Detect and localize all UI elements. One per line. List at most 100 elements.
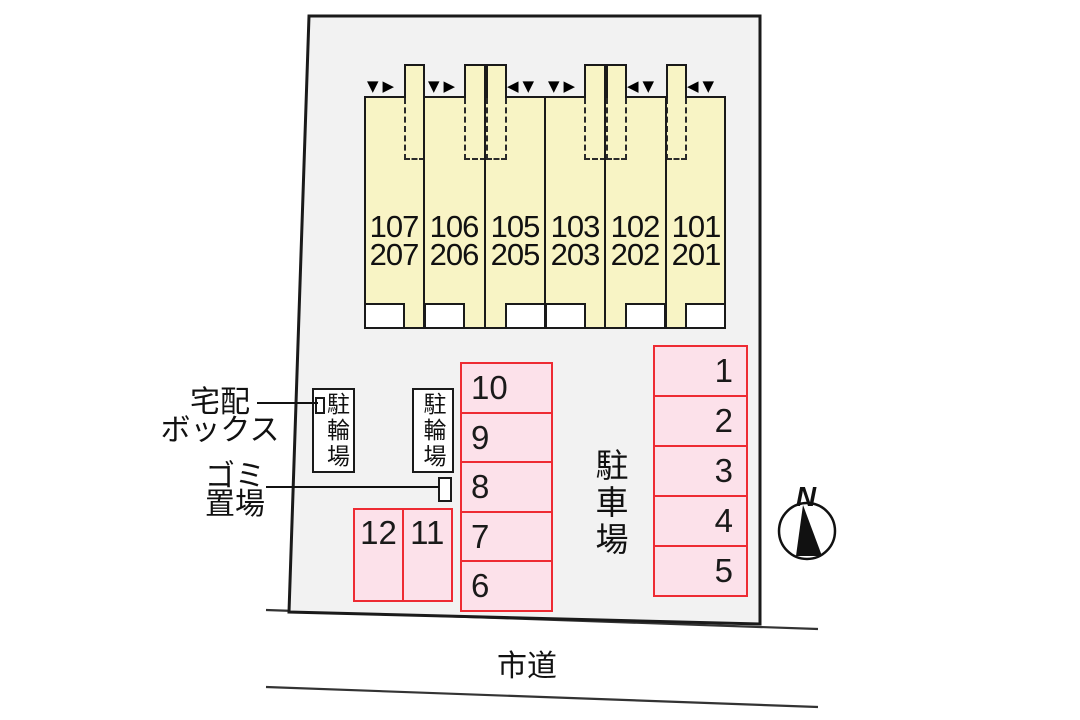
arrow-left-icon: ◀: [507, 77, 519, 95]
space-number: 3: [714, 452, 733, 490]
stair-tab-3b: [606, 64, 627, 100]
compass-circle: [777, 501, 837, 561]
garbage-area-label: ゴミ 置場: [185, 462, 285, 521]
parking-space-7: 7: [460, 510, 553, 563]
entrance-arrows-1: ▼ ▶: [367, 77, 394, 95]
unit-label-106-206: 106 206: [424, 209, 484, 273]
city-road-label: 市道: [497, 650, 557, 683]
unit-upper: 101: [671, 209, 722, 244]
entry-box: [685, 303, 726, 329]
arrow-right-icon: ▶: [563, 77, 576, 95]
parking-space-4: 4: [653, 494, 748, 548]
parking-space-3: 3: [653, 444, 748, 498]
arrow-right-icon: ▶: [443, 77, 456, 95]
parking-row-bottom: 12 11: [353, 508, 453, 602]
parking-space-9: 9: [460, 411, 553, 464]
unit-label-102-202: 102 202: [605, 209, 665, 273]
unit-label-107-207: 107 207: [364, 209, 424, 273]
stair-tab-3a: [584, 64, 606, 100]
parking-column-center: 10 9 8 7 6: [460, 362, 553, 612]
arrow-down-icon: ▼: [642, 77, 655, 95]
parking-space-8: 8: [460, 461, 553, 513]
stairwell-dashed-2a: [464, 98, 486, 160]
stairwell-dashed-3b: [606, 98, 627, 160]
entrance-arrows-3: ◀ ▼: [507, 77, 534, 95]
stairwell-dashed-1: [404, 98, 425, 160]
bicycle-parking-2: 駐輪場: [412, 388, 454, 473]
space-number: 10: [471, 369, 508, 406]
garbage-area-marker: [438, 477, 452, 502]
parking-column-right: 1 2 3 4 5: [653, 345, 748, 598]
unit-divider: [604, 97, 606, 329]
stairwell-dashed-3a: [584, 98, 606, 160]
parking-space-10: 10: [460, 362, 553, 414]
unit-lower: 207: [369, 237, 420, 272]
garbage-label-line2: 置場: [205, 488, 265, 521]
parking-space-2: 2: [653, 394, 748, 448]
unit-divider: [544, 97, 546, 329]
road-edge-lower: [265, 685, 819, 709]
delivery-box-label-line2: ボックス: [160, 414, 280, 447]
unit-lower: 205: [490, 237, 541, 272]
unit-divider: [665, 97, 667, 329]
parking-space-5: 5: [653, 544, 748, 598]
parking-space-1: 1: [653, 345, 748, 398]
entrance-arrows-2: ▼ ▶: [428, 77, 455, 95]
arrow-down-icon: ▼: [428, 77, 440, 95]
unit-lower: 206: [429, 237, 480, 272]
delivery-box-marker: [315, 397, 325, 414]
arrow-left-icon: ◀: [627, 77, 639, 95]
unit-label-101-201: 101 201: [666, 209, 726, 273]
compass-needle-icon: [796, 505, 822, 556]
space-number: 2: [714, 402, 733, 440]
arrow-down-icon: ▼: [522, 77, 535, 95]
entrance-arrows-5: ◀ ▼: [627, 77, 654, 95]
space-number: 1: [714, 352, 733, 390]
unit-upper: 102: [610, 209, 661, 244]
bicycle-parking-label: 駐輪場: [420, 391, 446, 470]
arrow-right-icon: ▶: [382, 77, 395, 95]
unit-lower: 201: [671, 237, 722, 272]
delivery-box-label: 宅配 ボックス: [150, 386, 290, 447]
space-number: 11: [410, 514, 445, 551]
entrance-arrows-6: ◀ ▼: [687, 77, 714, 95]
stair-tab-2b: [486, 64, 507, 100]
unit-upper: 107: [369, 209, 420, 244]
entrance-arrows-4: ▼ ▶: [548, 77, 575, 95]
unit-divider: [423, 97, 425, 329]
stair-tab-2a: [464, 64, 486, 100]
delivery-box-leader-line: [257, 402, 318, 405]
delivery-box-label-line1: 宅配: [190, 386, 250, 419]
space-number: 12: [360, 514, 397, 551]
unit-label-103-203: 103 203: [545, 209, 605, 273]
space-number: 9: [471, 418, 490, 456]
unit-upper: 106: [429, 209, 480, 244]
entry-box: [424, 303, 465, 329]
arrow-left-icon: ◀: [687, 77, 699, 95]
space-number: 4: [714, 501, 733, 539]
unit-upper: 103: [550, 209, 601, 244]
entry-box: [364, 303, 405, 329]
stair-tab-4: [666, 64, 687, 100]
compass-north-label: N: [796, 481, 817, 512]
space-number: 8: [471, 468, 490, 505]
stairwell-dashed-4: [666, 98, 687, 160]
arrow-down-icon: ▼: [702, 77, 715, 95]
entry-box: [625, 303, 666, 329]
unit-lower: 202: [610, 237, 661, 272]
space-number: 7: [471, 517, 490, 555]
unit-label-105-205: 105 205: [485, 209, 545, 273]
unit-upper: 105: [490, 209, 541, 244]
garbage-leader-line: [266, 486, 439, 489]
parking-lot-label: 駐車場: [591, 447, 628, 559]
unit-divider: [484, 97, 486, 329]
entry-box: [505, 303, 546, 329]
bicycle-parking-label: 駐輪場: [323, 391, 350, 470]
stair-tab-1: [404, 64, 425, 100]
space-number: 6: [471, 567, 490, 604]
parking-space-11: 11: [401, 508, 453, 602]
entry-box: [545, 303, 586, 329]
compass: N: [777, 481, 837, 561]
arrow-down-icon: ▼: [367, 77, 379, 95]
